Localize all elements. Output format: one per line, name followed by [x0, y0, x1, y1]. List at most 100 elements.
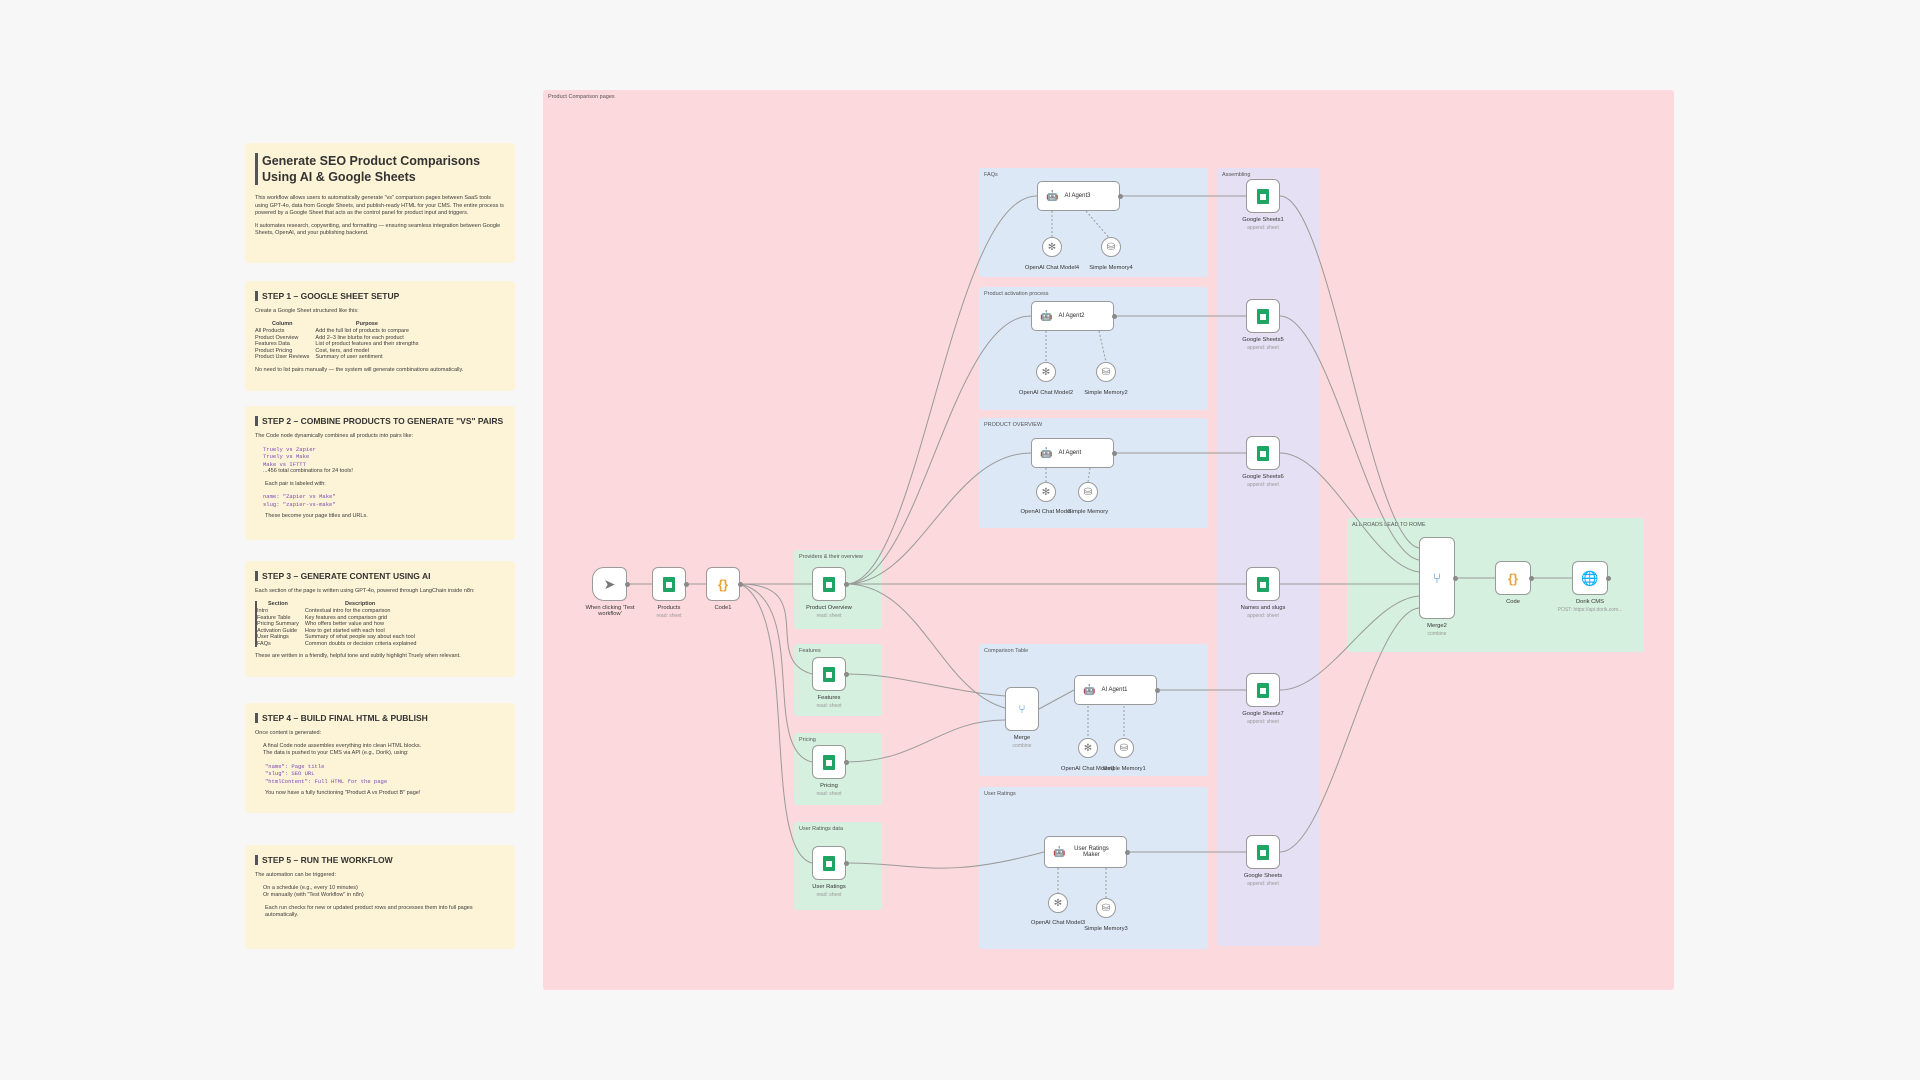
note-step4: STEP 4 – BUILD FINAL HTML & PUBLISH Once…: [245, 703, 515, 813]
google-sheets-icon: [1257, 576, 1269, 592]
list-item: Truely vs Make: [263, 453, 310, 460]
node-label: Google Sheets1: [1242, 217, 1284, 223]
step4-fields: "name": Page title "slug": SEO URL "html…: [255, 763, 505, 786]
group-label: Product activation process: [984, 291, 1049, 297]
merge-icon: ⑂: [1432, 570, 1442, 586]
node-label: Simple Memory1: [1102, 766, 1146, 772]
node-label: OpenAI Chat Model: [1020, 509, 1072, 515]
node-label: OpenAI Chat Model3: [1030, 920, 1086, 926]
node-label: Simple Memory3: [1084, 926, 1128, 932]
merge-icon: ⑂: [1018, 702, 1026, 716]
google-sheets-icon: [823, 754, 835, 770]
robot-icon: 🤖: [1053, 846, 1066, 858]
merge2-node[interactable]: ⑂: [1419, 537, 1455, 619]
openai-model-node[interactable]: ✻: [1036, 482, 1056, 502]
google-sheets-icon: [823, 855, 835, 871]
google-sheets1-node[interactable]: [1246, 179, 1280, 213]
port-dot: [1606, 576, 1611, 581]
step5-list: On a schedule (e.g., every 10 minutes) O…: [255, 885, 505, 900]
node-sublabel: append: sheet: [1247, 881, 1279, 887]
node-label: Google Sheets5: [1242, 337, 1284, 343]
list-item: "htmlContent": Full HTML for the page: [265, 777, 388, 785]
node-label: Features: [817, 695, 841, 701]
port-dot: [625, 582, 630, 587]
port-dot: [738, 582, 743, 587]
memory2-node[interactable]: ⛁: [1096, 362, 1116, 382]
cursor-icon: ➤: [603, 575, 616, 592]
note-step1-intro: Create a Google Sheet structured like th…: [255, 308, 359, 314]
ai-agent-node[interactable]: 🤖 AI Agent: [1031, 438, 1114, 468]
openai-model1-node[interactable]: ✻: [1078, 738, 1098, 758]
google-sheets5-node[interactable]: [1246, 299, 1280, 333]
note-step4-footer: You now have a fully functioning "Produc…: [265, 790, 421, 796]
google-sheets-icon: [1257, 445, 1269, 461]
list-item: "slug": SEO URL: [265, 770, 315, 777]
port-dot: [844, 672, 849, 677]
merge-node[interactable]: ⑂: [1005, 687, 1039, 731]
product-overview-node[interactable]: [812, 567, 846, 601]
note-step2: STEP 2 – COMBINE PRODUCTS TO GENERATE "V…: [245, 406, 515, 540]
port-dot: [1112, 451, 1117, 456]
note-step2-intro: The Code node dynamically combines all p…: [255, 433, 414, 439]
port-dot: [1155, 688, 1160, 693]
ai-agent1-node[interactable]: 🤖 AI Agent1: [1074, 675, 1157, 705]
group-label: Pricing: [799, 737, 816, 743]
robot-icon: 🤖: [1046, 190, 1059, 202]
features-node[interactable]: [812, 657, 846, 691]
ai-agent2-node[interactable]: 🤖 AI Agent2: [1031, 301, 1114, 331]
node-label: Code: [1506, 599, 1520, 605]
manual-trigger-node[interactable]: ➤: [592, 567, 627, 601]
google-sheets-node[interactable]: [1246, 835, 1280, 869]
group-assembling[interactable]: Assembling: [1217, 168, 1320, 946]
openai-model2-node[interactable]: ✻: [1036, 362, 1056, 382]
memory1-node[interactable]: ⛁: [1114, 738, 1134, 758]
user-ratings-node[interactable]: [812, 846, 846, 880]
google-sheets6-node[interactable]: [1246, 436, 1280, 470]
google-sheets-icon: [1257, 682, 1269, 698]
openai-icon: ✻: [1083, 742, 1093, 754]
table-header: Purpose: [355, 320, 378, 327]
note-step1-footer: No need to list pairs manually — the sys…: [255, 366, 464, 373]
note-step3: STEP 3 – GENERATE CONTENT USING AI Each …: [245, 561, 515, 677]
port-dot: [1453, 576, 1458, 581]
note-step3-footer: These are written in a friendly, helpful…: [255, 653, 461, 659]
dorik-cms-node[interactable]: 🌐: [1572, 561, 1608, 595]
google-sheets-icon: [1257, 188, 1269, 204]
list-item: On a schedule (e.g., every 10 minutes): [263, 884, 358, 891]
group-label: Product Comparison pages: [548, 94, 615, 100]
products-node[interactable]: [652, 567, 686, 601]
google-sheets7-node[interactable]: [1246, 673, 1280, 707]
note-step4-heading: STEP 4 – BUILD FINAL HTML & PUBLISH: [255, 713, 505, 723]
note-step2-footer: These become your page titles and URLs.: [265, 513, 368, 519]
node-label: Simple Memory4: [1089, 265, 1133, 271]
memory4-node[interactable]: ⛁: [1101, 237, 1121, 257]
code1-node[interactable]: {}: [706, 567, 740, 601]
memory-node[interactable]: ⛁: [1078, 482, 1098, 502]
openai-icon: ✻: [1053, 897, 1063, 909]
database-icon: ⛁: [1101, 902, 1111, 914]
node-sublabel: read: sheet: [816, 703, 842, 709]
code-node[interactable]: {}: [1495, 561, 1531, 595]
node-label: Products: [657, 605, 681, 611]
memory3-node[interactable]: ⛁: [1096, 898, 1116, 918]
node-label: Simple Memory: [1067, 509, 1109, 515]
node-sublabel: read: sheet: [816, 613, 842, 619]
user-ratings-maker-node[interactable]: 🤖 User Ratings Maker: [1044, 836, 1127, 868]
agent-label: AI Agent1: [1101, 687, 1128, 693]
node-label: Code1: [714, 605, 732, 611]
note-title-text: This workflow allows users to automatica…: [255, 195, 504, 216]
table-header: Section: [268, 600, 288, 607]
openai-model4-node[interactable]: ✻: [1042, 237, 1062, 257]
robot-icon: 🤖: [1083, 684, 1096, 696]
pricing-node[interactable]: [812, 745, 846, 779]
names-and-slugs-node[interactable]: [1246, 567, 1280, 601]
group-ratings[interactable]: User Ratings: [979, 787, 1208, 949]
group-label: FAQs: [984, 172, 998, 178]
ai-agent3-node[interactable]: 🤖 AI Agent3: [1037, 181, 1120, 211]
openai-model3-node[interactable]: ✻: [1048, 893, 1068, 913]
